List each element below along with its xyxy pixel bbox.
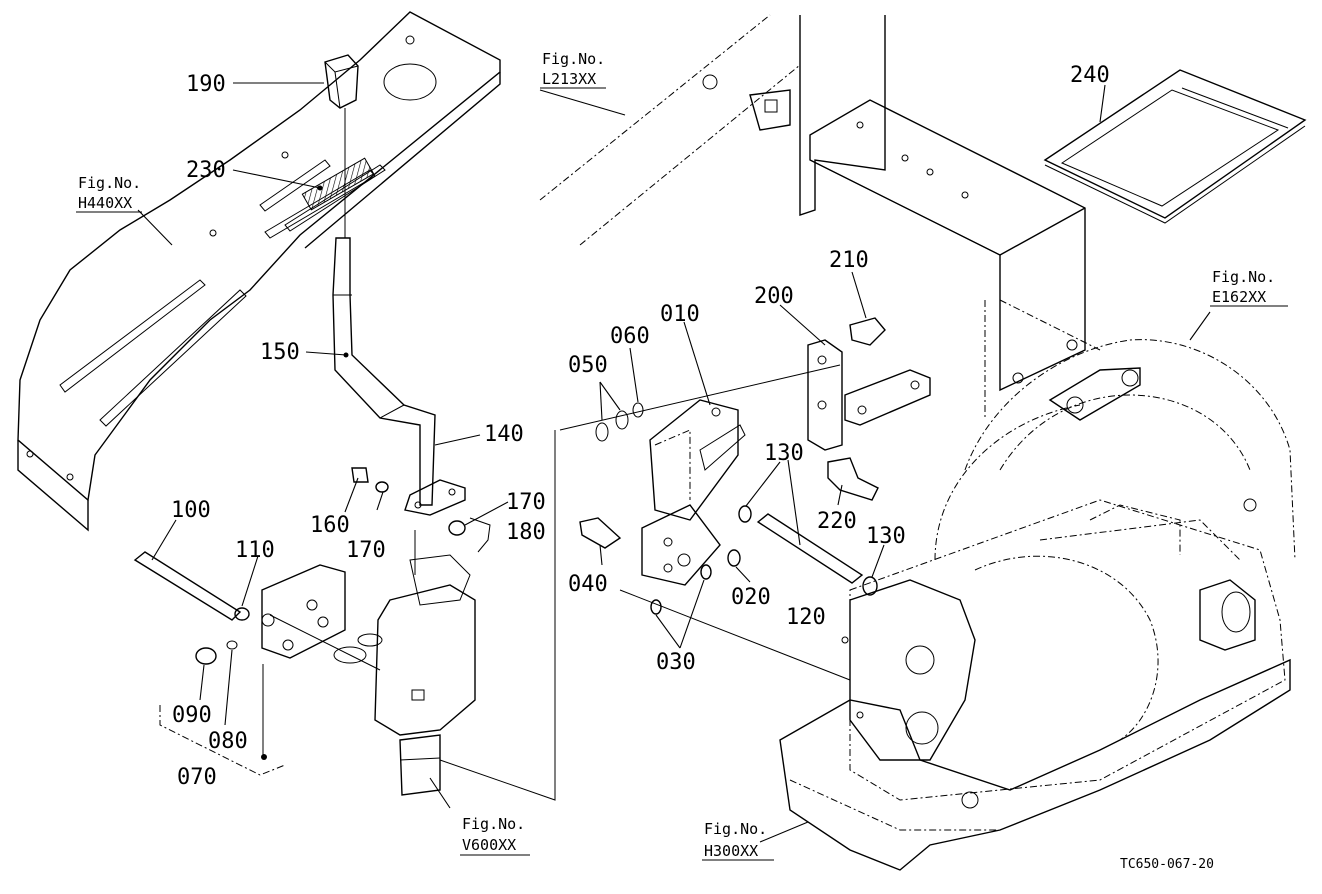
lever-drawing [332,108,436,506]
part-label-080: 080 [208,729,248,754]
svg-text:L213XX: L213XX [542,70,596,88]
part-label-230: 230 [186,158,226,183]
svg-text:V600XX: V600XX [462,836,516,854]
part-label-240: 240 [1070,63,1110,88]
svg-text:Fig.No.: Fig.No. [462,815,525,833]
bracket-drawing [404,479,466,516]
svg-text:Fig.No.: Fig.No. [542,50,605,68]
cover-plate-drawing [17,11,501,532]
part-label-090: 090 [172,703,212,728]
part-label-130-upper: 130 [764,441,804,466]
svg-text:Fig.No.: Fig.No. [78,174,141,192]
part-label-030: 030 [656,650,696,675]
svg-text:H300XX: H300XX [704,842,758,860]
part-label-130-lower: 130 [866,524,906,549]
svg-text:Fig.No.: Fig.No. [704,820,767,838]
leader-lines [137,82,1211,843]
frame-drawing [539,14,1101,420]
part-label-220: 220 [817,509,857,534]
part-label-060: 060 [610,324,650,349]
figure-references: Fig.No. H440XX Fig.No. L213XX Fig.No. E1… [76,50,1288,861]
knob-drawing [324,54,359,109]
assembly-centerlines [262,430,556,801]
valve-block-drawing [559,364,878,681]
transmission-housing-drawing [779,339,1296,871]
control-valve-drawing [333,554,476,796]
part-label-140: 140 [484,422,524,447]
figure-ref-l213[interactable]: Fig.No. L213XX [540,50,606,89]
valve-cover-plate-drawing [133,551,346,776]
svg-text:H440XX: H440XX [78,194,132,212]
part-label-150: 150 [260,340,300,365]
part-label-170-left: 170 [346,538,386,563]
part-label-040: 040 [568,572,608,597]
figure-ref-h440[interactable]: Fig.No. H440XX [76,174,142,213]
part-label-100: 100 [171,498,211,523]
mounting-brackets-drawing [807,317,931,501]
part-label-210: 210 [829,248,869,273]
diagram-id: TC650-067-20 [1120,857,1214,872]
part-label-110: 110 [235,538,275,563]
part-label-190: 190 [186,72,226,97]
figure-ref-h300[interactable]: Fig.No. H300XX [702,820,774,861]
svg-text:E162XX: E162XX [1212,288,1266,306]
svg-text:Fig.No.: Fig.No. [1212,268,1275,286]
part-label-070: 070 [177,765,217,790]
part-label-200: 200 [754,284,794,309]
figure-ref-v600[interactable]: Fig.No. V600XX [460,815,530,856]
pin-fasteners-drawing [351,467,491,553]
part-label-010: 010 [660,302,700,327]
part-label-170-right: 170 [506,490,546,515]
figure-ref-e162[interactable]: Fig.No. E162XX [1210,268,1288,307]
part-labels: 190 230 150 140 160 170 170 180 100 110 … [171,63,1110,790]
manual-booklet-drawing [1043,69,1307,224]
part-label-120: 120 [786,605,826,630]
part-label-180: 180 [506,520,546,545]
part-label-050: 050 [568,353,608,378]
part-label-020: 020 [731,585,771,610]
part-label-160: 160 [310,513,350,538]
